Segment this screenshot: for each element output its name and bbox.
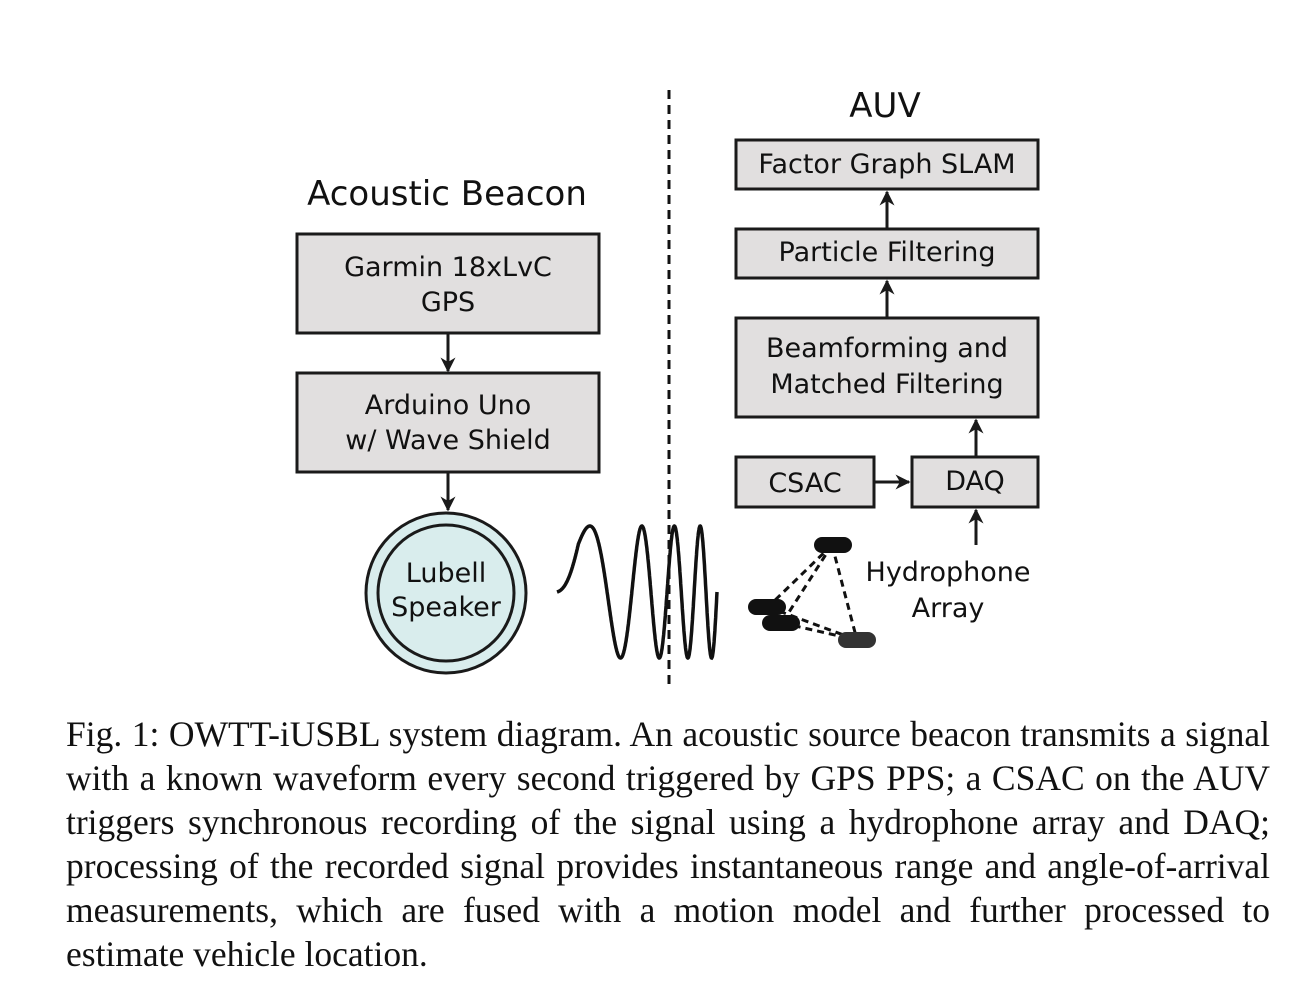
slam-label: Factor Graph SLAM xyxy=(758,149,1015,180)
gps-box: Garmin 18xLvC GPS xyxy=(295,232,601,335)
gps-label-line1: Garmin 18xLvC xyxy=(344,252,552,283)
speaker-label-line2: Speaker xyxy=(391,592,502,623)
daq-box: DAQ xyxy=(910,455,1040,509)
beacon-title: Acoustic Beacon xyxy=(307,174,587,214)
arduino-label-line2: w/ Wave Shield xyxy=(345,425,550,456)
arduino-label-line1: Arduino Uno xyxy=(365,390,531,421)
hydrophone-label-line1: Hydrophone xyxy=(866,557,1031,588)
csac-label: CSAC xyxy=(768,468,841,499)
hydrophone-array xyxy=(748,537,876,648)
daq-label: DAQ xyxy=(945,466,1005,497)
hydrophone-sensor xyxy=(748,599,786,615)
beamforming-label-line2: Matched Filtering xyxy=(770,369,1003,400)
hydrophone-sensor xyxy=(814,537,852,553)
figure-caption: Fig. 1: OWTT-iUSBL system diagram. An ac… xyxy=(66,714,1270,974)
hydrophone-sensor xyxy=(838,632,876,648)
slam-box: Factor Graph SLAM xyxy=(734,138,1040,191)
hydrophone-label-line2: Array xyxy=(912,593,985,624)
speaker-label-line1: Lubell xyxy=(406,558,486,589)
chirp-waveform xyxy=(556,524,719,661)
speaker-circle: Lubell Speaker xyxy=(364,511,528,675)
particle-filtering-box: Particle Filtering xyxy=(734,227,1040,280)
hydrophone-sensor xyxy=(762,615,800,631)
arduino-box: Arduino Uno w/ Wave Shield xyxy=(295,371,601,474)
particle-filtering-label: Particle Filtering xyxy=(779,237,996,268)
beamforming-label-line1: Beamforming and xyxy=(766,333,1008,364)
csac-box: CSAC xyxy=(734,455,876,509)
system-diagram: Acoustic Beacon Garmin 18xLvC GPS Arduin… xyxy=(295,86,1040,688)
beamforming-box: Beamforming and Matched Filtering xyxy=(734,316,1040,419)
gps-label-line2: GPS xyxy=(421,287,475,318)
auv-title: AUV xyxy=(849,86,920,126)
